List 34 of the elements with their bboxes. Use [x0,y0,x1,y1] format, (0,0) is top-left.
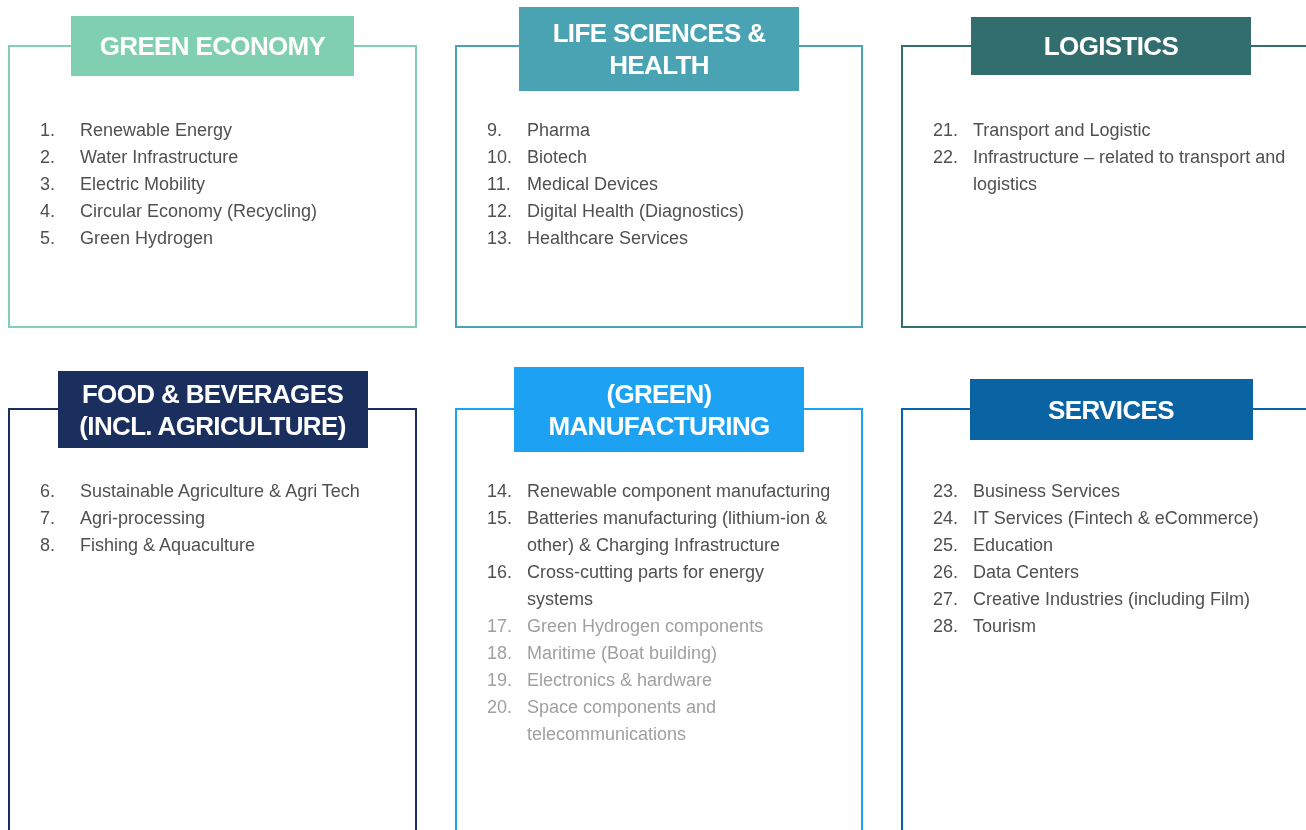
list-item: 28. Tourism [933,615,1037,638]
list-item: 9. Pharma [487,119,592,142]
list-item: 23. Business Services [933,480,1122,503]
list-item: 7. Agri-processing [40,507,207,530]
list-item: 3. Electric Mobility [40,173,207,196]
list-item: 2. Water Infrastructure [40,146,240,169]
list-item: 4. Circular Economy (Recycling) [40,200,319,223]
list-item: 26. Data Centers [933,561,1081,584]
list-item: 1. Renewable Energy [40,119,234,142]
list-item: 11. Medical Devices [487,173,660,196]
list-item: 21. Transport and Logistic [933,119,1152,142]
category-heading: FOOD & BEVERAGES (INCL. AGRICULTURE) [57,371,368,448]
list-item: 14. Renewable component manufacturing [487,480,831,503]
list-item: 20. Space components and telecommunications [487,696,718,746]
list-item: 6. Sustainable Agriculture & Agri Tech [40,480,361,503]
category-heading: LOGISTICS [971,17,1251,75]
category-heading: GREEN ECONOMY [71,16,354,76]
list-item: 5. Green Hydrogen [40,227,215,250]
category-heading: SERVICES [969,379,1253,440]
list-item: 18. Maritime (Boat building) [487,642,719,665]
list-item: 19. Electronics & hardware [487,669,714,692]
list-item: 25. Education [933,534,1055,557]
list-item: 27. Creative Industries (including Film) [933,588,1252,611]
list-item: 12. Digital Health (Diagnostics) [487,200,746,223]
list-item: 16. Cross-cutting parts for energy systems [487,561,766,611]
list-item: 10. Biotech [487,146,589,169]
list-item: 8. Fishing & Aquaculture [40,534,257,557]
category-heading: LIFE SCIENCES & HEALTH [519,7,799,91]
list-item: 13. Healthcare Services [487,227,690,250]
category-heading: (GREEN) MANUFACTURING [514,367,804,452]
list-item: 24. IT Services (Fintech & eCommerce) [933,507,1260,530]
list-item: 22. Infrastructure – related to transport and logistics [933,146,1287,196]
list-item: 15. Batteries manufacturing (lithium-ion & other) & Charging Infrastructure [487,507,829,557]
list-item: 17. Green Hydrogen components [487,615,765,638]
